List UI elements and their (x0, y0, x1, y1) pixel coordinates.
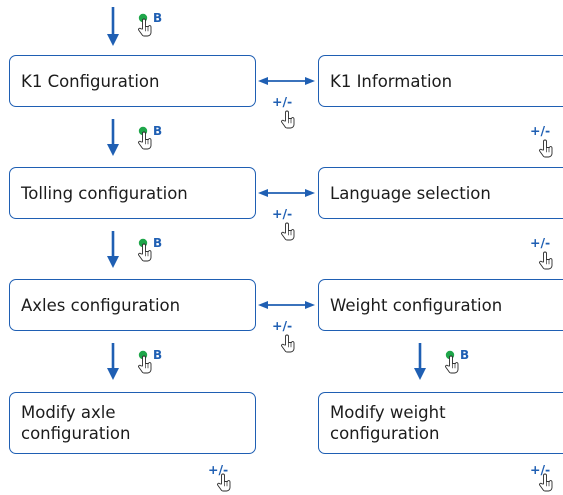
key-hint-b: B (138, 236, 162, 262)
double-arrow-icon (258, 77, 315, 85)
pointing-hand-icon (539, 251, 553, 270)
node-label: Modify weight configuration (330, 403, 446, 443)
node-label: Axles configuration (21, 295, 181, 315)
pointing-hand-icon (281, 110, 295, 129)
node-label: Weight configuration (330, 295, 503, 315)
pointing-hand-icon (138, 243, 152, 262)
key-label-plus-minus: +/- (530, 462, 550, 477)
key-label-plus-minus: +/- (272, 206, 292, 221)
node-k1-information: K1 Information (318, 55, 563, 107)
node-label: Tolling configuration (21, 183, 188, 203)
pointing-hand-icon (138, 18, 152, 37)
key-hint-b: B (445, 348, 469, 374)
key-hint-b: B (138, 348, 162, 374)
key-label-plus-minus: +/- (530, 123, 550, 138)
double-arrow-icon (258, 189, 315, 197)
key-hint-plus-minus: +/- (208, 462, 231, 492)
key-label-plus-minus: +/- (208, 462, 228, 477)
node-k1-configuration: K1 Configuration (9, 55, 256, 107)
pointing-hand-icon (138, 131, 152, 150)
key-hint-plus-minus: +/- (530, 123, 553, 158)
node-modify-weight-configuration: Modify weight configuration (318, 392, 563, 454)
pointing-hand-icon (138, 355, 152, 374)
key-label-b: B (153, 11, 162, 25)
key-label-plus-minus: +/- (530, 235, 550, 250)
double-arrow-icon (258, 301, 315, 309)
pointing-hand-icon (539, 139, 553, 158)
arrow-down-icon (107, 231, 119, 268)
node-axles-configuration: Axles configuration (9, 279, 256, 331)
arrow-down-icon (414, 343, 426, 380)
pointing-hand-icon (445, 355, 459, 374)
key-label-b: B (153, 236, 162, 250)
key-label-b: B (153, 124, 162, 138)
node-label: Language selection (330, 183, 491, 203)
key-label-plus-minus: +/- (272, 318, 292, 333)
key-hint-plus-minus: +/- (272, 318, 295, 353)
pointing-hand-icon (281, 334, 295, 353)
node-language-selection: Language selection (318, 167, 563, 219)
key-hint-plus-minus: +/- (272, 206, 295, 241)
arrow-down-icon (107, 7, 119, 46)
node-label: K1 Configuration (21, 71, 160, 91)
arrow-down-icon (107, 343, 119, 380)
key-label-b: B (153, 348, 162, 362)
key-hint-b: B (138, 11, 162, 37)
key-hint-b: B (138, 124, 162, 150)
node-weight-configuration: Weight configuration (318, 279, 563, 331)
arrow-down-icon (107, 119, 119, 156)
node-label: Modify axle configuration (21, 403, 131, 443)
node-tolling-configuration: Tolling configuration (9, 167, 256, 219)
node-label: K1 Information (330, 71, 453, 91)
key-hint-plus-minus: +/- (530, 235, 553, 270)
key-label-plus-minus: +/- (272, 94, 292, 109)
key-label-b: B (460, 348, 469, 362)
key-hint-plus-minus: +/- (272, 94, 295, 129)
key-hint-plus-minus: +/- (530, 462, 553, 492)
pointing-hand-icon (281, 222, 295, 241)
node-modify-axle-configuration: Modify axle configuration (9, 392, 256, 454)
